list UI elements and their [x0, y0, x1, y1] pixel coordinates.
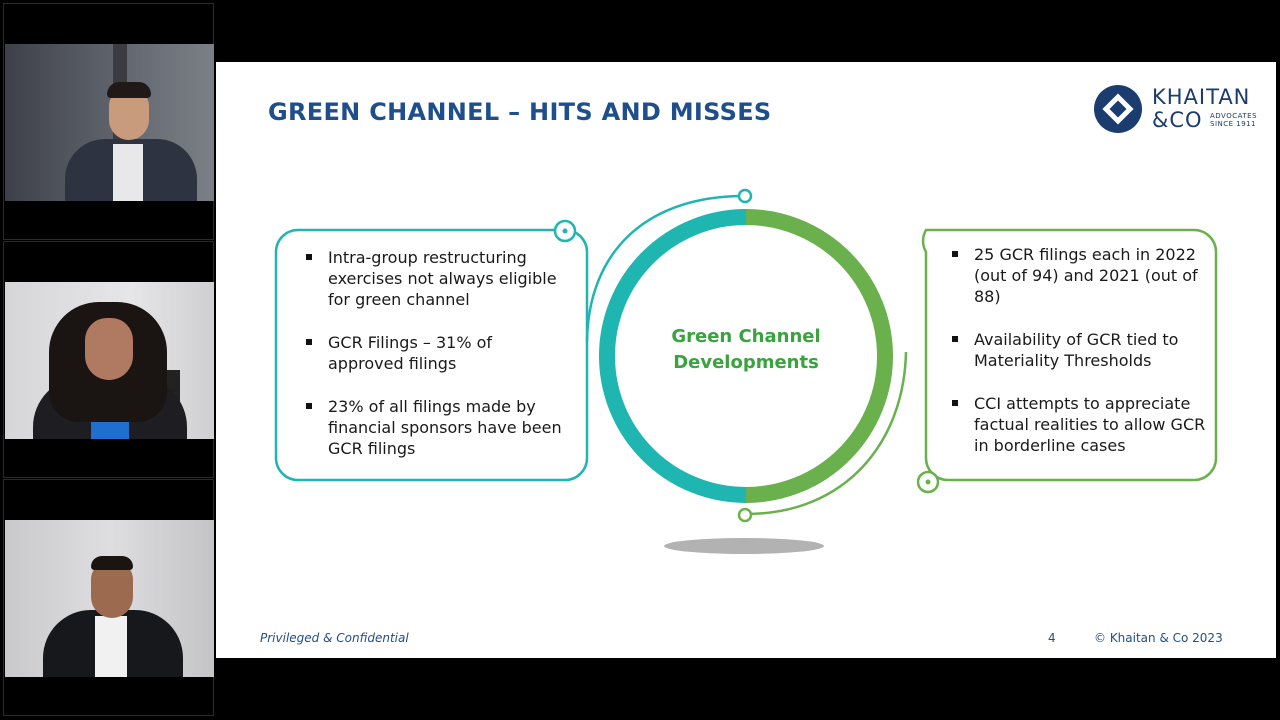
- list-item: CCI attempts to appreciate factual reali…: [948, 393, 1210, 456]
- top-connector: [585, 194, 745, 343]
- participant-video-1: [5, 44, 214, 201]
- logo-tagline: ADVOCATES SINCE 1911: [1210, 112, 1258, 128]
- page-number: 4: [1048, 631, 1056, 645]
- list-item: 23% of all filings made by financial spo…: [302, 396, 564, 459]
- logo-mark-icon: [1094, 85, 1142, 133]
- list-item: GCR Filings – 31% of approved filings: [302, 332, 564, 374]
- diagram-graphics: [274, 188, 1218, 554]
- left-box-outline: [274, 228, 589, 482]
- participant-video-3: [5, 520, 214, 677]
- ring-teal-half: [599, 209, 747, 503]
- participant-video-2: [5, 282, 214, 439]
- participant-tile-2[interactable]: [3, 241, 214, 478]
- participant-tile-3[interactable]: [3, 479, 214, 716]
- logo-wordmark: KHAITAN &CO: [1152, 85, 1251, 132]
- center-label: Green Channel Developments: [671, 326, 821, 373]
- list-item: 25 GCR filings each in 2022 (out of 94) …: [948, 244, 1210, 307]
- ring-shadow: [664, 538, 824, 554]
- list-item: Intra-group restructuring exercises not …: [302, 247, 564, 310]
- copyright-label: © Khaitan & Co 2023: [1094, 631, 1223, 645]
- khaitan-logo: KHAITAN &CO ADVOCATES SINCE 1911: [1092, 82, 1272, 136]
- right-box-list: 25 GCR filings each in 2022 (out of 94) …: [948, 244, 1210, 478]
- bottom-connector: [745, 351, 908, 516]
- list-item: Availability of GCR tied to Materiality …: [948, 329, 1210, 371]
- left-box-list: Intra-group restructuring exercises not …: [302, 247, 564, 481]
- right-box-outline: [921, 228, 1218, 482]
- participant-tile-1[interactable]: [3, 3, 214, 240]
- presentation-slide: GREEN CHANNEL – HITS AND MISSES KHAITAN …: [216, 62, 1276, 658]
- confidential-label: Privileged & Confidential: [260, 631, 409, 645]
- ring-green-half: [745, 209, 893, 503]
- slide-title: GREEN CHANNEL – HITS AND MISSES: [268, 98, 772, 126]
